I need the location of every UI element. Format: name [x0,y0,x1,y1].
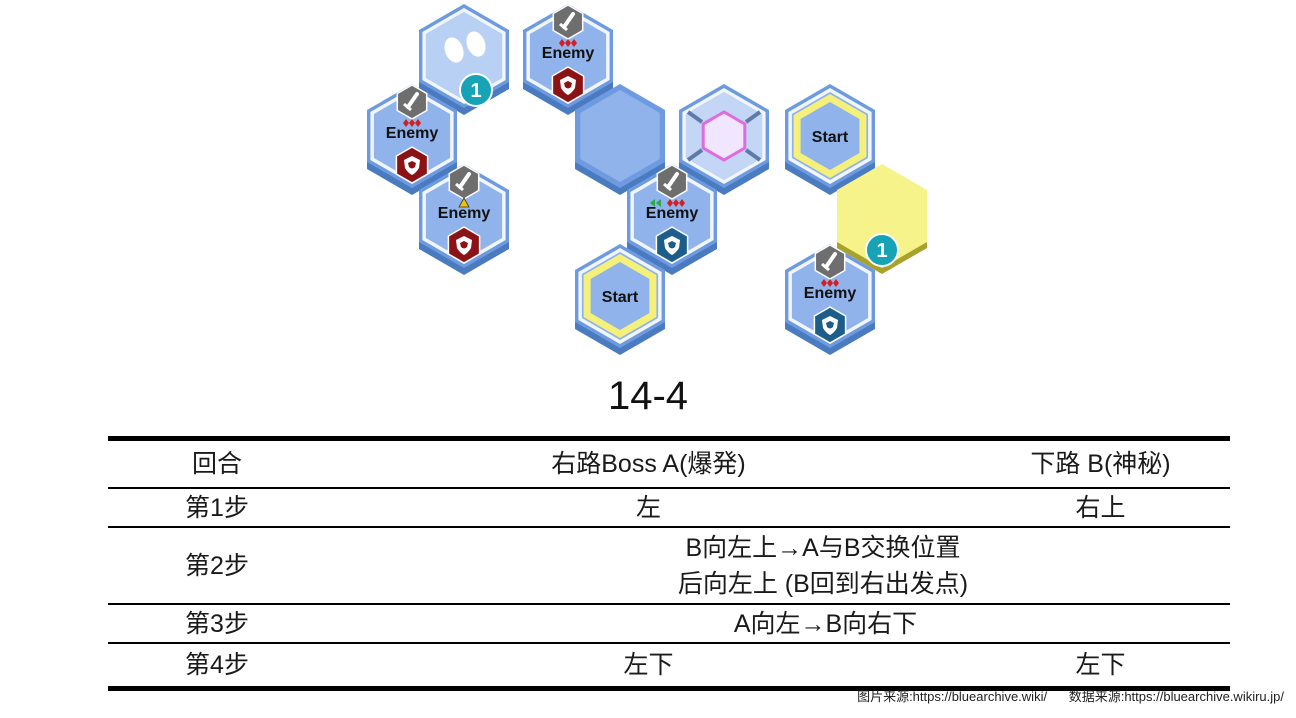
step-number: 1 [876,240,887,262]
shield-icon [655,226,689,264]
portal-tile[interactable] [679,84,769,195]
portal-icon [701,110,747,162]
enemy-tile-top[interactable]: Enemy [523,4,613,115]
table-row: 第1步 左 右上 [108,488,1230,527]
map-title: 14-4 [607,374,689,418]
credits: 图片来源:https://bluearchive.wiki/ 数据来源:http… [839,686,1284,705]
sword-icon [656,164,688,200]
start-tile-bottom[interactable]: Start [575,244,665,355]
empty-tile[interactable] [575,84,665,195]
row-round: 第2步 [185,551,249,580]
shield-icon [447,226,481,264]
threat-marks-icon [403,119,421,127]
sword-icon [552,4,584,40]
row-merged-move: A向左→B向右下 [326,604,1230,643]
shield-icon [813,306,847,344]
shield-icon [551,66,585,104]
threat-marks-icon [458,197,470,208]
step-number: 1 [470,80,481,102]
enemy-label: Enemy [646,205,699,222]
enemy-tile-left[interactable]: Enemy [367,84,457,195]
enemy-label: Enemy [438,205,491,222]
row-b-move: 左下 [1075,651,1126,679]
row-b-move: 右上 [1075,493,1126,522]
start-label: Start [602,289,639,306]
step-number-badge [865,233,899,267]
move-line: 后向左上 (B回到右出发点) [677,569,969,598]
threat-marks-icon [650,199,685,207]
data-source-credit: 数据来源:https://bluearchive.wikiru.jp/ [1068,689,1284,704]
enemy-label: Enemy [386,125,439,142]
sword-icon [396,84,428,120]
start-tile-right[interactable]: Start [785,84,875,195]
shield-icon [395,146,429,184]
row-round: 第3步 [185,609,249,638]
enemy-tile-bottom-right[interactable]: Enemy [785,244,875,355]
table-row: 第3步 A向左→B向右下 [108,604,1230,643]
row-round: 第4步 [185,651,249,679]
enemy-tile-center[interactable]: Enemy [627,164,717,275]
footprint-icon [444,31,486,63]
start-label: Start [812,129,849,146]
table-row: 第2步 B向左上→A与B交换位置 后向左上 (B回到右出发点) [108,527,1230,604]
header-boss-a: 右路Boss A(爆発) [551,450,746,478]
row-round: 第1步 [185,493,249,522]
row-merged-move: B向左上→A与B交换位置 后向左上 (B回到右出发点) [326,527,1230,604]
table-header-row: 回合 右路Boss A(爆発) 下路 B(神秘) [108,439,1230,488]
enemy-tile-lower-left[interactable]: Enemy [419,164,509,275]
enemy-label: Enemy [804,285,857,302]
image-source-credit: 图片来源:https://bluearchive.wiki/ [857,689,1048,704]
header-boss-b: 下路 B(神秘) [1030,450,1171,478]
header-round: 回合 [191,450,242,478]
move-line: B向左上→A与B交换位置 [685,533,961,562]
threat-marks-icon [821,279,839,287]
row-a-move: 左下 [623,651,674,679]
table-row: 第4步 左下 左下 [108,643,1230,689]
threat-marks-icon [559,39,577,47]
enemy-label: Enemy [542,45,595,62]
sword-icon [814,244,846,280]
target-tile[interactable]: 1 [837,164,927,274]
row-a-move: 左 [635,493,661,522]
warp-tile[interactable]: 1 [419,4,509,115]
move-line: A向左→B向右下 [733,609,918,638]
sword-icon [448,164,480,200]
steps-table: 回合 右路Boss A(爆発) 下路 B(神秘) 第1步 左 右上 第2步 B向… [108,436,1230,691]
step-number-badge [459,73,493,107]
